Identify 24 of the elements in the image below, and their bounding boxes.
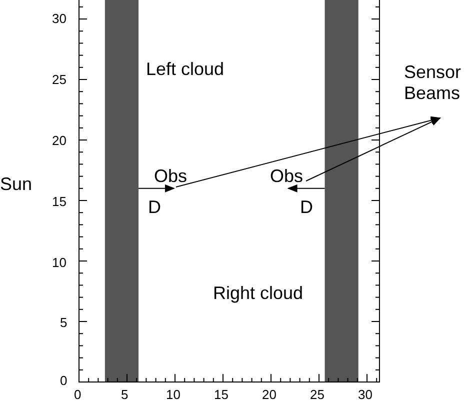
axis-tick-label: 30	[52, 12, 66, 26]
text-label: D	[300, 198, 313, 218]
axis-tick-label: 25	[52, 73, 66, 88]
text-label: Sun	[0, 175, 32, 195]
text-label: Obs	[270, 166, 306, 187]
axis-tick-label: 20	[52, 134, 66, 148]
beam-arrow	[176, 116, 441, 188]
text-label: Left cloud	[146, 60, 224, 80]
axis-tick-label: 10	[166, 388, 180, 402]
axis-tick-label: 5	[121, 388, 128, 402]
axis-tick-label: 30	[358, 388, 372, 402]
text-label: Right cloud	[213, 284, 304, 304]
axis-tick-label: 25	[310, 388, 324, 402]
text-label: Obs	[154, 166, 190, 187]
text-label: D	[148, 198, 161, 218]
text-label: Sensor Beams	[404, 62, 474, 118]
axis-tick-label: 10	[52, 256, 66, 270]
axis-tick-label: 20	[262, 388, 276, 402]
axis-tick-label: 15	[52, 195, 66, 210]
axis-tick-label: 0	[74, 388, 82, 402]
axis-tick-label: 15	[214, 388, 228, 402]
axis-tick-label: 0	[60, 374, 68, 388]
beam-arrow	[306, 118, 441, 182]
axis-tick-label: 5	[60, 316, 68, 330]
